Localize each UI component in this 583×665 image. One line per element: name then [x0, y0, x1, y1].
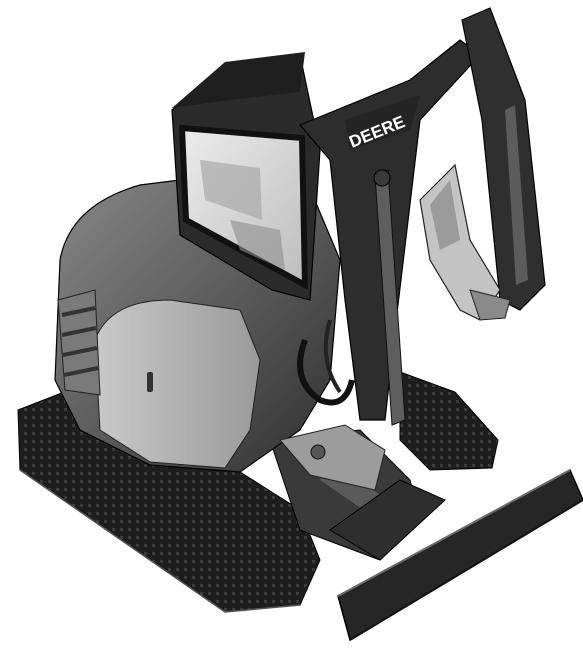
swing-bracket: [279, 424, 386, 491]
dozer-blade: [329, 468, 583, 642]
bucket: [419, 163, 511, 321]
dipper-arm: [461, 7, 546, 311]
boom-arm: DEERE: [297, 39, 481, 426]
operator-cab: [171, 52, 321, 301]
right-track: [399, 371, 499, 471]
